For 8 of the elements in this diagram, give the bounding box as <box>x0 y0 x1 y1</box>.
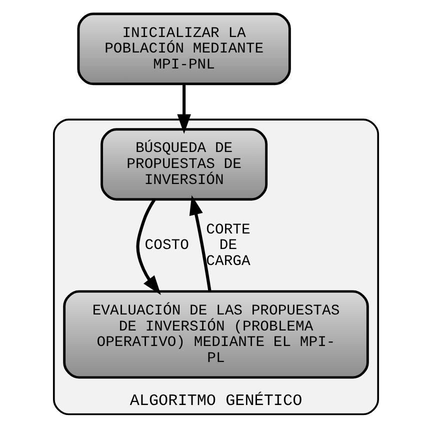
edge-label: COSTO <box>144 238 189 254</box>
arrow <box>177 84 191 134</box>
node-box: EVALUACIÓN DE LAS PROPUESTAS DE INVERSIÓN (PROBLEMA OPERATIVO) MEDIANTE EL MPI-PL <box>63 290 369 378</box>
arrow <box>136 198 161 294</box>
node-box: INICIALIZAR LA POBLACIÓN MEDIANTE MPI-PNL <box>77 12 291 85</box>
node-box: BÚSQUEDA DE PROPUESTAS DE INVERSIÓN <box>100 128 268 200</box>
edge-label: CORTE DE CARGA <box>206 222 250 270</box>
arrow <box>189 194 212 291</box>
